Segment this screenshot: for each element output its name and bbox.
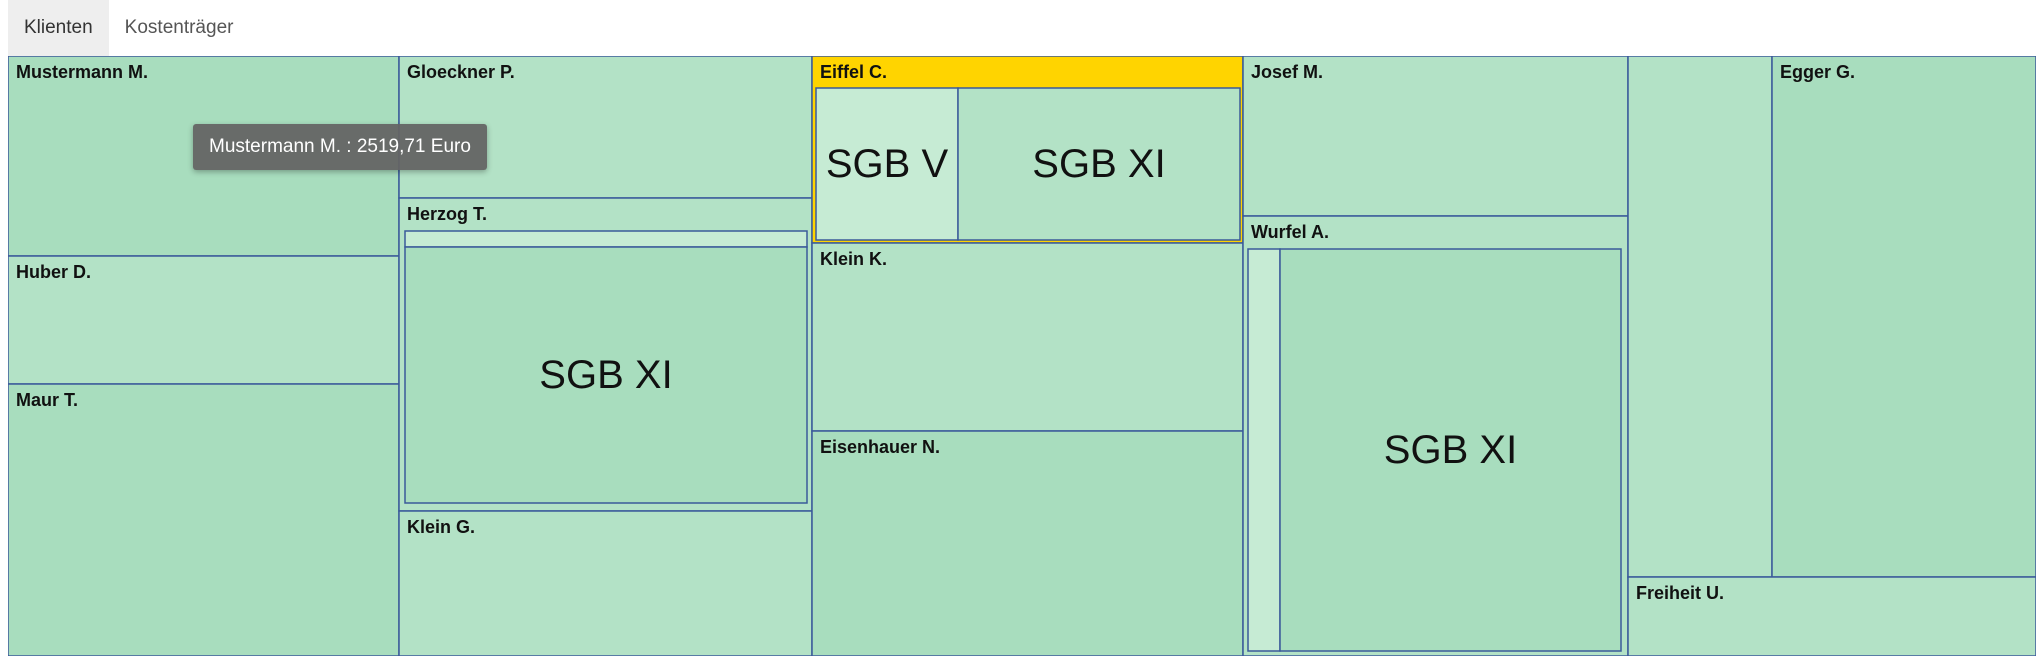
treemap-node-eisenhauer-n[interactable] bbox=[811, 430, 1244, 656]
treemap-node-klein-g[interactable] bbox=[398, 510, 813, 656]
treemap-node-josef-m[interactable] bbox=[1242, 56, 1629, 217]
treemap-node-wurfel-a-child-sgb-xi-label: SGB XI bbox=[1384, 428, 1517, 472]
tab-bar: Klienten Kostenträger bbox=[8, 0, 249, 56]
treemap-node-egger-g[interactable] bbox=[1771, 56, 2036, 578]
tab-klienten[interactable]: Klienten bbox=[8, 0, 109, 56]
treemap-node-eiffel-c-label: Eiffel C. bbox=[820, 62, 887, 82]
treemap-node-wurfel-a-child-sgb-xi[interactable] bbox=[1279, 248, 1622, 652]
tooltip: Mustermann M. : 2519,71 Euro bbox=[193, 124, 487, 170]
treemap-node-freiheit-u-label: Freiheit U. bbox=[1636, 583, 1724, 603]
treemap-node-maur-t[interactable] bbox=[8, 383, 400, 656]
treemap-node-klein-k[interactable] bbox=[811, 242, 1244, 432]
treemap-node-herzog-t-child-segment-0[interactable] bbox=[404, 230, 808, 248]
treemap-node-josef-m-label: Josef M. bbox=[1251, 62, 1323, 82]
treemap-node-wurfel-a-child-segment-0[interactable] bbox=[1247, 248, 1281, 652]
treemap-node-herzog-t-child-sgb-xi-label: SGB XI bbox=[539, 353, 672, 397]
treemap-node-huber-d[interactable] bbox=[8, 255, 400, 385]
treemap-node-maur-t-label: Maur T. bbox=[16, 390, 78, 410]
treemap-node-herzog-t-child-sgb-xi[interactable] bbox=[404, 246, 808, 504]
treemap-node-klein-g-label: Klein G. bbox=[407, 517, 475, 537]
treemap-node-eiffel-c-child-sgb-xi-label: SGB XI bbox=[1032, 142, 1165, 186]
treemap-node-mustermann-m-label: Mustermann M. bbox=[16, 62, 148, 82]
treemap-node-eiffel-c-child-sgb-v-label: SGB V bbox=[826, 142, 949, 186]
tab-kostentraeger[interactable]: Kostenträger bbox=[124, 17, 234, 38]
treemap-node-huber-d-label: Huber D. bbox=[16, 262, 91, 282]
treemap-node-eiffel-c-child-sgb-xi[interactable] bbox=[957, 87, 1241, 241]
treemap-node-egger-g-label: Egger G. bbox=[1780, 62, 1855, 82]
treemap-node-freiheit-u[interactable] bbox=[1627, 576, 2036, 656]
treemap-chart: Mustermann M. Huber D. Maur T. Gloeckner P.… bbox=[8, 56, 2036, 656]
treemap-node-wurfel-a-label: Wurfel A. bbox=[1251, 222, 1329, 242]
treemap-node-eisenhauer-n-label: Eisenhauer N. bbox=[820, 437, 940, 457]
treemap-node-klein-k-label: Klein K. bbox=[820, 249, 887, 269]
treemap-node-unnamed-11[interactable] bbox=[1627, 56, 1773, 578]
treemap-node-gloeckner-p-label: Gloeckner P. bbox=[407, 62, 515, 82]
treemap-node-eiffel-c-child-sgb-v[interactable] bbox=[815, 87, 959, 241]
treemap-node-herzog-t-label: Herzog T. bbox=[407, 204, 487, 224]
